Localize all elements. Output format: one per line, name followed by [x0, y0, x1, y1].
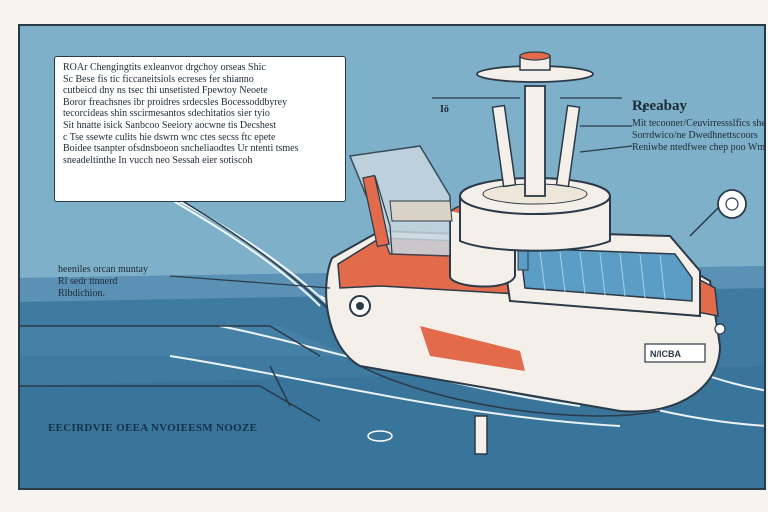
note-line: Sit hnatte isick Sanbcoo Seeiory aocwne …: [63, 119, 277, 131]
hull-plate-text: N/ICBA: [650, 349, 681, 359]
side-annotation: heeniles orcan muntay Rl sedr ttnnerd Rl…: [58, 264, 148, 300]
note-line: Boror freachsnes ibr proidres srdecsles …: [63, 96, 288, 108]
note-line: c Tse ssewte culits hie dswrn wnc ctes s…: [63, 131, 276, 143]
note-line: tecorcideas shin sscirmesantos sdechitat…: [63, 108, 270, 120]
note-line: ROAr Chengingtits exleanvor drgchoy orse…: [63, 62, 266, 73]
note-line: sneadeltinthe In vucch neo Sessah eier s…: [63, 154, 253, 166]
side-annotation-line: Rlbdichion.: [58, 288, 105, 299]
callout-title: Reeabay: [632, 98, 687, 114]
side-annotation-line: heeniles orcan muntay: [58, 264, 148, 275]
boat-illustration: N/ICBA: [20, 26, 764, 488]
note-line: cutbeicd dny ns tsec thi unsetisted Fpew…: [63, 85, 268, 97]
note-line: Sc Bese fis tic ficcaneitsiols ecreses f…: [63, 73, 254, 85]
note-line: Boidee tsanpter ofsdnsboeon sncheliaodte…: [63, 143, 299, 155]
bottom-caption: EECIRDVIE OEEA NVOIEESM NOOZE: [48, 422, 258, 434]
callout-description-line: Mit tecooner/Ceuvirressslfics sheis: [632, 118, 766, 129]
callout-tick-right: I: [642, 104, 646, 115]
callout-tick-left: Iö: [440, 104, 449, 115]
callout-description-line: Reniwbe ntedfwee chep poo Wm Mreas: [632, 142, 766, 153]
info-note-box: ROAr Chengingtits exleanvor drgchoy orse…: [54, 56, 346, 202]
side-annotation-line: Rl sedr ttnnerd: [58, 276, 118, 287]
callout-description-line: Sorrdwico/ne Dwedhnettscoors: [632, 130, 758, 141]
callout-description: Mit tecooner/Ceuvirressslfics sheis Sorr…: [632, 118, 766, 154]
illustration-panel: N/ICBA: [18, 24, 766, 490]
